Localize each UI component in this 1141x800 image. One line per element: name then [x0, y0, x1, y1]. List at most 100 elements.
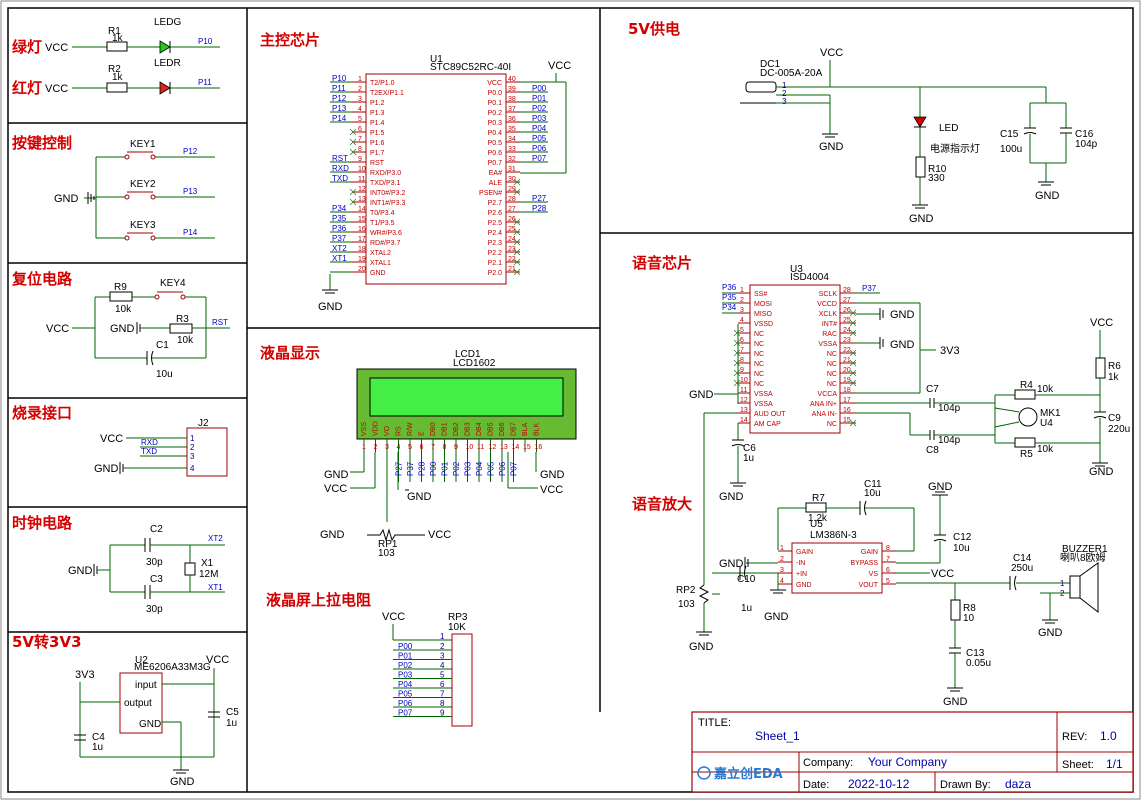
svg-text:P0.7: P0.7 — [488, 160, 503, 167]
svg-text:U1: U1 — [430, 54, 443, 65]
svg-text:7: 7 — [740, 347, 744, 354]
svg-text:104p: 104p — [938, 435, 961, 446]
svg-text:STC89C52RC-40I: STC89C52RC-40I — [430, 62, 511, 73]
svg-text:104p: 104p — [938, 403, 961, 414]
svg-text:P02: P02 — [398, 661, 413, 670]
svg-text:37: 37 — [508, 106, 516, 113]
svg-text:NC: NC — [754, 371, 764, 378]
svg-text:2: 2 — [740, 297, 744, 304]
svg-text:P05: P05 — [487, 461, 496, 476]
svg-text:5: 5 — [440, 671, 445, 680]
svg-text:1u: 1u — [92, 742, 103, 753]
lcd-section: 液晶显示 LCD1 LCD1602 VSS1VDD2VO3RS4P27R/W5P… — [260, 344, 577, 559]
svg-text:C7: C7 — [926, 384, 939, 395]
svg-text:3: 3 — [740, 307, 744, 314]
power-section: 5V供电 DC1 DC-005A-20A 123 VCC GND LED 电源指… — [628, 20, 1098, 225]
svg-text:P05: P05 — [398, 690, 413, 699]
svg-text:P03: P03 — [532, 114, 547, 123]
svg-text:NC: NC — [827, 371, 837, 378]
svg-text:P0.6: P0.6 — [488, 150, 503, 157]
svg-text:1: 1 — [780, 545, 784, 552]
svg-text:VO: VO — [384, 425, 391, 436]
svg-text:P28: P28 — [532, 204, 547, 213]
svg-text:P2.7: P2.7 — [488, 200, 503, 207]
svg-text:R3: R3 — [176, 314, 189, 325]
svg-text:15: 15 — [843, 417, 851, 424]
svg-text:30: 30 — [508, 176, 516, 183]
svg-text:GND: GND — [719, 558, 744, 570]
svg-text:REV:: REV: — [1062, 731, 1087, 743]
svg-text:C13: C13 — [966, 648, 985, 659]
svg-text:220u: 220u — [1108, 424, 1130, 435]
svg-text:NC: NC — [827, 361, 837, 368]
svg-text:ANA IN-: ANA IN- — [812, 411, 838, 418]
svg-text:P11: P11 — [198, 78, 212, 87]
svg-text:MK1: MK1 — [1040, 408, 1061, 419]
svg-text:7: 7 — [358, 136, 362, 143]
svg-text:+IN: +IN — [796, 571, 807, 578]
svg-text:8: 8 — [440, 699, 445, 708]
svg-text:P2.6: P2.6 — [488, 210, 503, 217]
svg-text:P10: P10 — [332, 74, 347, 83]
svg-text:39: 39 — [508, 86, 516, 93]
svg-text:MOSI: MOSI — [754, 301, 772, 308]
svg-text:ALE: ALE — [489, 180, 503, 187]
svg-text:15: 15 — [523, 444, 531, 451]
u1-pin-label: P1.2 — [370, 100, 385, 107]
svg-text:GND: GND — [1089, 466, 1114, 478]
svg-text:250u: 250u — [1011, 563, 1033, 574]
svg-text:31: 31 — [508, 166, 516, 173]
svg-text:GAIN: GAIN — [861, 549, 878, 556]
svg-text:RP2: RP2 — [676, 585, 696, 596]
svg-text:1: 1 — [782, 81, 787, 90]
svg-text:DB7: DB7 — [511, 422, 518, 436]
u1-pin-label: P1.3 — [370, 110, 385, 117]
svg-text:P00: P00 — [532, 84, 547, 93]
svg-text:R8: R8 — [963, 603, 976, 614]
svg-text:P35: P35 — [332, 214, 347, 223]
svg-text:103: 103 — [378, 548, 395, 559]
svg-text:10u: 10u — [864, 488, 881, 499]
svg-text:25: 25 — [843, 317, 851, 324]
svg-text:KEY3: KEY3 — [130, 220, 156, 231]
u1-pin-label: XTAL1 — [370, 260, 391, 267]
svg-text:P0.5: P0.5 — [488, 140, 503, 147]
svg-text:1k: 1k — [1108, 372, 1120, 383]
mcu-section: 主控芯片 U1 STC89C52RC-40I T2/P1.01P10T2EX/P… — [260, 31, 571, 313]
svg-text:GND: GND — [1038, 627, 1063, 639]
svg-text:C8: C8 — [926, 445, 939, 456]
svg-text:GAIN: GAIN — [796, 549, 813, 556]
svg-text:0.05u: 0.05u — [966, 658, 991, 669]
svg-text:16: 16 — [843, 407, 851, 414]
svg-text:13: 13 — [740, 407, 748, 414]
svg-text:NC: NC — [754, 381, 764, 388]
svg-text:KEY2: KEY2 — [130, 179, 156, 190]
svg-text:C6: C6 — [743, 443, 756, 454]
svg-text:10k: 10k — [1037, 444, 1054, 455]
svg-text:36: 36 — [508, 116, 516, 123]
microphone-icon — [1018, 407, 1038, 427]
svg-text:P37: P37 — [406, 461, 415, 476]
svg-text:23: 23 — [508, 246, 516, 253]
svg-text:VCC: VCC — [548, 60, 571, 72]
lcd-title: 液晶显示 — [260, 344, 320, 362]
svg-text:104p: 104p — [1075, 139, 1098, 150]
svg-text:Company:: Company: — [803, 757, 853, 769]
svg-text:P36: P36 — [332, 224, 347, 233]
svg-text:16: 16 — [358, 226, 366, 233]
red-led-icon — [159, 81, 171, 95]
svg-text:10: 10 — [740, 377, 748, 384]
svg-text:P2.0: P2.0 — [488, 270, 503, 277]
svg-text:4: 4 — [780, 578, 784, 585]
svg-text:15: 15 — [358, 216, 366, 223]
svg-text:LCD1602: LCD1602 — [453, 358, 496, 369]
svg-text:DB4: DB4 — [476, 422, 483, 436]
svg-text:33: 33 — [508, 146, 516, 153]
svg-text:9: 9 — [740, 367, 744, 374]
svg-text:RP1: RP1 — [378, 539, 398, 550]
burn-title: 烧录接口 — [12, 404, 72, 422]
svg-text:P0.3: P0.3 — [488, 120, 503, 127]
svg-text:P04: P04 — [475, 461, 484, 476]
svg-text:GND: GND — [320, 529, 345, 541]
